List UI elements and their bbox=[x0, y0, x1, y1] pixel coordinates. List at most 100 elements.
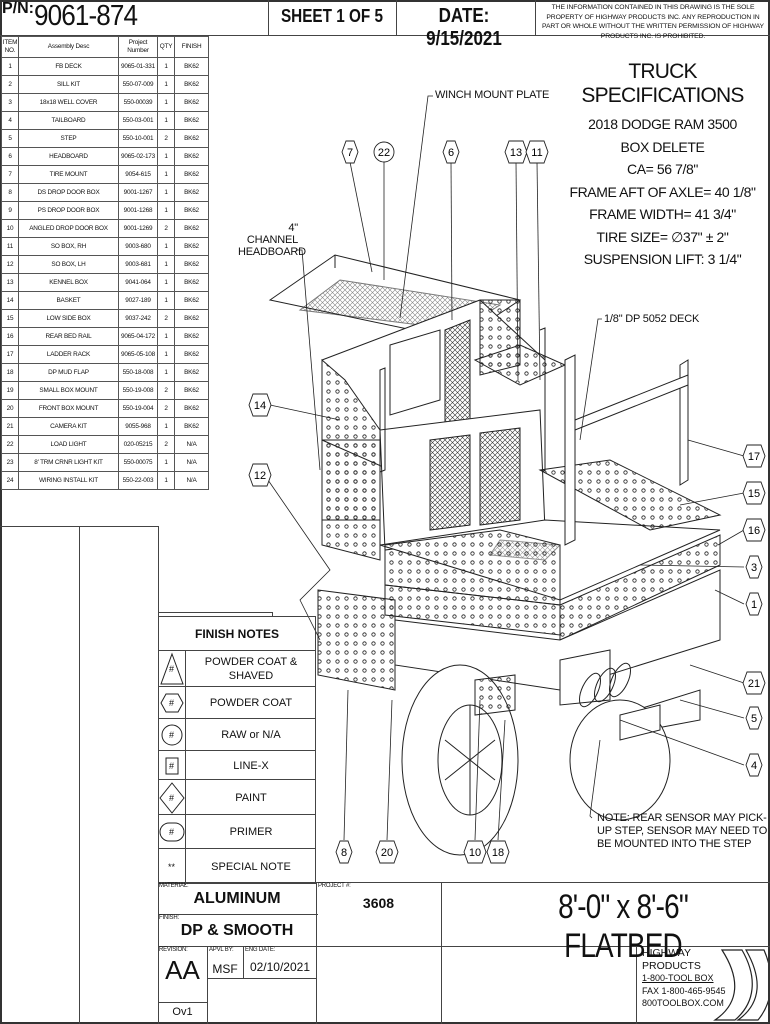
callout-deck: 1/8" DP 5052 DECK bbox=[604, 313, 700, 325]
tb-sep-d bbox=[207, 946, 208, 1024]
balloon-callout-13: 13 bbox=[504, 140, 528, 164]
finish-symbol-text: ** bbox=[168, 862, 176, 872]
finish-note-label: SPECIAL NOTE bbox=[211, 861, 291, 873]
eng-date-label: ENG DATE: bbox=[245, 947, 276, 953]
tb-line-1 bbox=[158, 914, 318, 915]
eng-date-value: 02/10/2021 bbox=[249, 960, 310, 974]
finish-note-label: LINE-X bbox=[233, 759, 269, 772]
revision-label: REVISION: bbox=[159, 947, 188, 953]
balloon-hexagon-icon bbox=[745, 555, 763, 579]
tb-line-4 bbox=[158, 1002, 208, 1003]
finish-note-label: PRIMER bbox=[229, 826, 273, 838]
balloon-hexagon-icon bbox=[745, 753, 763, 777]
revision-value: AA bbox=[165, 955, 200, 985]
balloon-hexagon-icon bbox=[248, 463, 272, 487]
company-name-line1: HIGHWAY bbox=[642, 947, 691, 959]
finish-note-row: ** SPECIAL NOTE bbox=[158, 848, 316, 885]
balloon-label: 22 bbox=[378, 147, 390, 159]
tailboard bbox=[394, 569, 721, 691]
spec-line: CA= 56 7/8" bbox=[626, 161, 698, 177]
finish-symbol-text: # bbox=[168, 827, 174, 837]
spec-line: SUSPENSION LIFT: 3 1/4" bbox=[583, 251, 742, 267]
balloon-callout-15: 15 bbox=[742, 481, 766, 505]
header-sep-2 bbox=[396, 0, 397, 36]
tb-line-3 bbox=[207, 978, 317, 979]
note-line: NOTE: REAR SENSOR MAY PICK- bbox=[597, 812, 767, 824]
balloon-callout-11: 11 bbox=[525, 140, 549, 164]
balloon-hexagon-icon bbox=[442, 140, 460, 164]
finish-note-row: # PRIMER bbox=[158, 814, 316, 849]
balloon-callout-18: 18 bbox=[486, 840, 510, 864]
sheet-indicator: SHEET 1 OF 5 bbox=[280, 6, 384, 26]
highway-road-logo-icon bbox=[713, 949, 768, 1021]
finish-symbol-rounded-icon: # bbox=[158, 815, 186, 849]
flatbed-linework bbox=[268, 254, 722, 856]
balloon-hexagon-icon bbox=[745, 706, 763, 730]
balloon-hexagon-icon bbox=[742, 518, 766, 542]
proprietary-notice: THE INFORMATION CONTAINED IN THIS DRAWIN… bbox=[542, 4, 764, 40]
finish-symbol-triangle-icon: # bbox=[158, 651, 186, 687]
finish-symbol-text: # bbox=[168, 698, 174, 708]
material-label: MATERIAL: bbox=[159, 883, 189, 889]
balloon-callout-8: 8 bbox=[335, 840, 353, 864]
balloon-callout-16: 16 bbox=[742, 518, 766, 542]
leader-lines bbox=[267, 95, 745, 841]
finish-note-row: #RAW or N/A bbox=[158, 718, 316, 751]
balloon-callout-6: 6 bbox=[442, 140, 460, 164]
balloon-label: 10 bbox=[469, 847, 481, 859]
finish-note-label: RAW or N/A bbox=[221, 729, 281, 741]
balloon-hexagon-icon bbox=[375, 840, 399, 864]
balloon-hexagon-icon bbox=[525, 140, 549, 164]
finish-value: DP & SMOOTH bbox=[180, 922, 294, 939]
balloon-label: 21 bbox=[748, 678, 760, 690]
callout-winch-mount-plate: WINCH MOUNT PLATE bbox=[435, 89, 550, 101]
revision-block-divider bbox=[79, 526, 80, 1024]
small-box-top bbox=[158, 612, 273, 613]
bom-finish: BK62 bbox=[174, 327, 209, 346]
balloon-callout-5: 5 bbox=[745, 706, 763, 730]
balloon-callout-21: 21 bbox=[742, 671, 766, 695]
callout-rear-sensor-note: NOTE: REAR SENSOR MAY PICK- UP STEP, SEN… bbox=[597, 812, 767, 851]
header-sep-3 bbox=[535, 0, 536, 36]
finish-symbol-none-icon: ** bbox=[158, 849, 186, 885]
balloon-label: 8 bbox=[341, 847, 347, 859]
balloon-hexagon-icon bbox=[463, 840, 487, 864]
header-divider bbox=[0, 35, 770, 36]
balloon-hexagon-icon bbox=[341, 140, 359, 164]
balloon-label: 7 bbox=[347, 147, 353, 159]
balloon-callout-17: 17 bbox=[742, 444, 766, 468]
balloon-label: 18 bbox=[492, 847, 504, 859]
note-line: UP STEP, SENSOR MAY NEED TO bbox=[597, 825, 768, 837]
tb-line-2 bbox=[158, 946, 770, 947]
company-name-line2: PRODUCTS bbox=[642, 959, 701, 972]
finish-symbol-text: # bbox=[168, 664, 174, 674]
title-block-top bbox=[158, 882, 770, 883]
balloon-callout-20: 20 bbox=[375, 840, 399, 864]
finish-note-row: #LINE-X bbox=[158, 750, 316, 780]
balloon-label: 12 bbox=[254, 470, 266, 482]
finish-note-row: #POWDER COAT bbox=[158, 686, 316, 719]
drawing-date: DATE: 9/15/2021 bbox=[426, 5, 502, 50]
finish-symbol-text: # bbox=[168, 792, 174, 803]
spec-line: FRAME AFT OF AXLE= 40 1/8" bbox=[569, 183, 756, 200]
drop-door-box-lower bbox=[317, 589, 396, 691]
balloon-label: 4 bbox=[751, 760, 757, 772]
revision-sub: Ov1 bbox=[172, 1006, 193, 1018]
project-label: PROJECT #: bbox=[318, 883, 351, 889]
spec-line: TIRE SIZE= ∅37" ± 2" bbox=[596, 228, 729, 245]
finish-note-row: #POWDER COAT & SHAVED bbox=[158, 650, 316, 687]
balloon-hexagon-icon bbox=[248, 393, 272, 417]
balloon-callout-1: 1 bbox=[745, 592, 763, 616]
approved-by-value: MSF bbox=[212, 962, 238, 976]
bill-of-materials-table: ITEM NO. Assembly Desc Project Number QT… bbox=[1, 36, 209, 490]
